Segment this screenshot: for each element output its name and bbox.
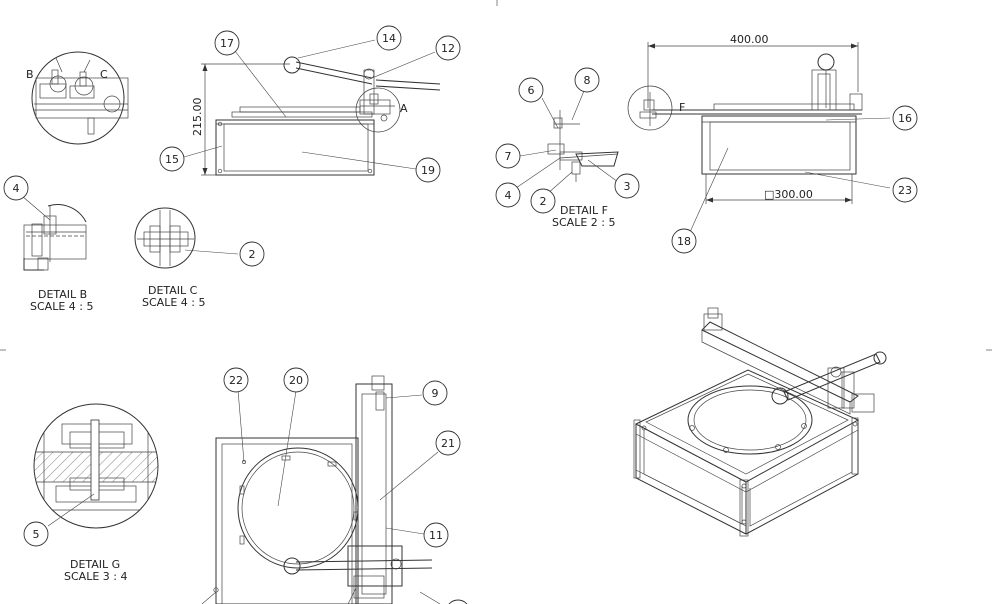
- balloon-21-label: 21: [441, 437, 455, 450]
- side-width-dimension: 400.00: [730, 33, 769, 46]
- detail-c-view: [134, 207, 239, 269]
- front-view: [183, 39, 441, 176]
- isometric-view: [633, 307, 887, 537]
- balloon-2-detail-f-label: 2: [540, 195, 547, 208]
- detail-b-title: DETAIL B: [38, 288, 87, 301]
- balloon-15: 15: [159, 146, 185, 172]
- balloon-2-detail-c: 2: [239, 241, 265, 267]
- view-letter-f: F: [679, 101, 685, 114]
- front-height-dimension: 215.00: [191, 98, 204, 137]
- balloon-17-label: 17: [220, 37, 234, 50]
- balloon-8-label: 8: [584, 74, 591, 87]
- balloon-19-label: 19: [421, 164, 435, 177]
- detail-b-scale: SCALE 4 : 5: [30, 300, 93, 313]
- balloon-2-detail-f: 2: [530, 188, 556, 214]
- view-letter-c: C: [100, 68, 108, 81]
- balloon-16-label: 16: [898, 112, 912, 125]
- balloon-21: 21: [435, 430, 461, 456]
- balloon-4-detail-b-label: 4: [13, 182, 20, 195]
- sheet-edge-marks: [0, 0, 992, 351]
- balloon-14-label: 14: [382, 32, 396, 45]
- balloon-22: 22: [223, 367, 249, 393]
- balloon-2-detail-c-label: 2: [249, 248, 256, 261]
- detail-f-scale: SCALE 2 : 5: [552, 216, 615, 229]
- view-letter-a: A: [400, 102, 408, 115]
- balloon-7-label: 7: [505, 150, 512, 163]
- balloon-23: 23: [892, 177, 918, 203]
- detail-b-view: [21, 195, 87, 271]
- balloon-7: 7: [495, 143, 521, 169]
- view-letter-b: B: [26, 68, 34, 81]
- balloon-14: 14: [376, 25, 402, 51]
- balloon-6-label: 6: [528, 84, 535, 97]
- balloon-6: 6: [518, 77, 544, 103]
- balloon-5: 5: [23, 521, 49, 547]
- side-view: [627, 42, 891, 233]
- balloon-11-label: 11: [429, 529, 443, 542]
- detail-g-scale: SCALE 3 : 4: [64, 570, 127, 583]
- balloon-3-label: 3: [624, 180, 631, 193]
- balloon-22-label: 22: [229, 374, 243, 387]
- balloon-4-detail-f: 4: [495, 182, 521, 208]
- side-base-dimension: □300.00: [764, 188, 813, 201]
- balloon-15-label: 15: [165, 153, 179, 166]
- detail-bc-source-view: [31, 51, 129, 145]
- balloon-18: 18: [671, 228, 697, 254]
- balloon-23-label: 23: [898, 184, 912, 197]
- detail-f-title: DETAIL F: [560, 204, 608, 217]
- balloon-11: 11: [423, 522, 449, 548]
- balloon-4-detail-f-label: 4: [505, 189, 512, 202]
- balloon-20: 20: [283, 367, 309, 393]
- balloon-19: 19: [415, 157, 441, 183]
- balloon-3: 3: [614, 173, 640, 199]
- balloon-16: 16: [892, 105, 918, 131]
- balloon-17: 17: [214, 30, 240, 56]
- balloon-4-detail-b: 4: [3, 175, 29, 201]
- balloon-18-label: 18: [677, 235, 691, 248]
- top-view: [201, 375, 468, 604]
- balloon-20-label: 20: [289, 374, 303, 387]
- detail-g-title: DETAIL G: [70, 558, 120, 571]
- detail-g-view: [33, 403, 159, 529]
- detail-f-view: [515, 85, 619, 195]
- balloon-12-label: 12: [441, 42, 455, 55]
- balloon-8: 8: [574, 67, 600, 93]
- balloon-9: 9: [422, 380, 448, 406]
- detail-c-title: DETAIL C: [148, 284, 198, 297]
- balloon-12: 12: [435, 35, 461, 61]
- balloon-9-label: 9: [432, 387, 439, 400]
- balloon-5-label: 5: [33, 528, 40, 541]
- detail-c-scale: SCALE 4 : 5: [142, 296, 205, 309]
